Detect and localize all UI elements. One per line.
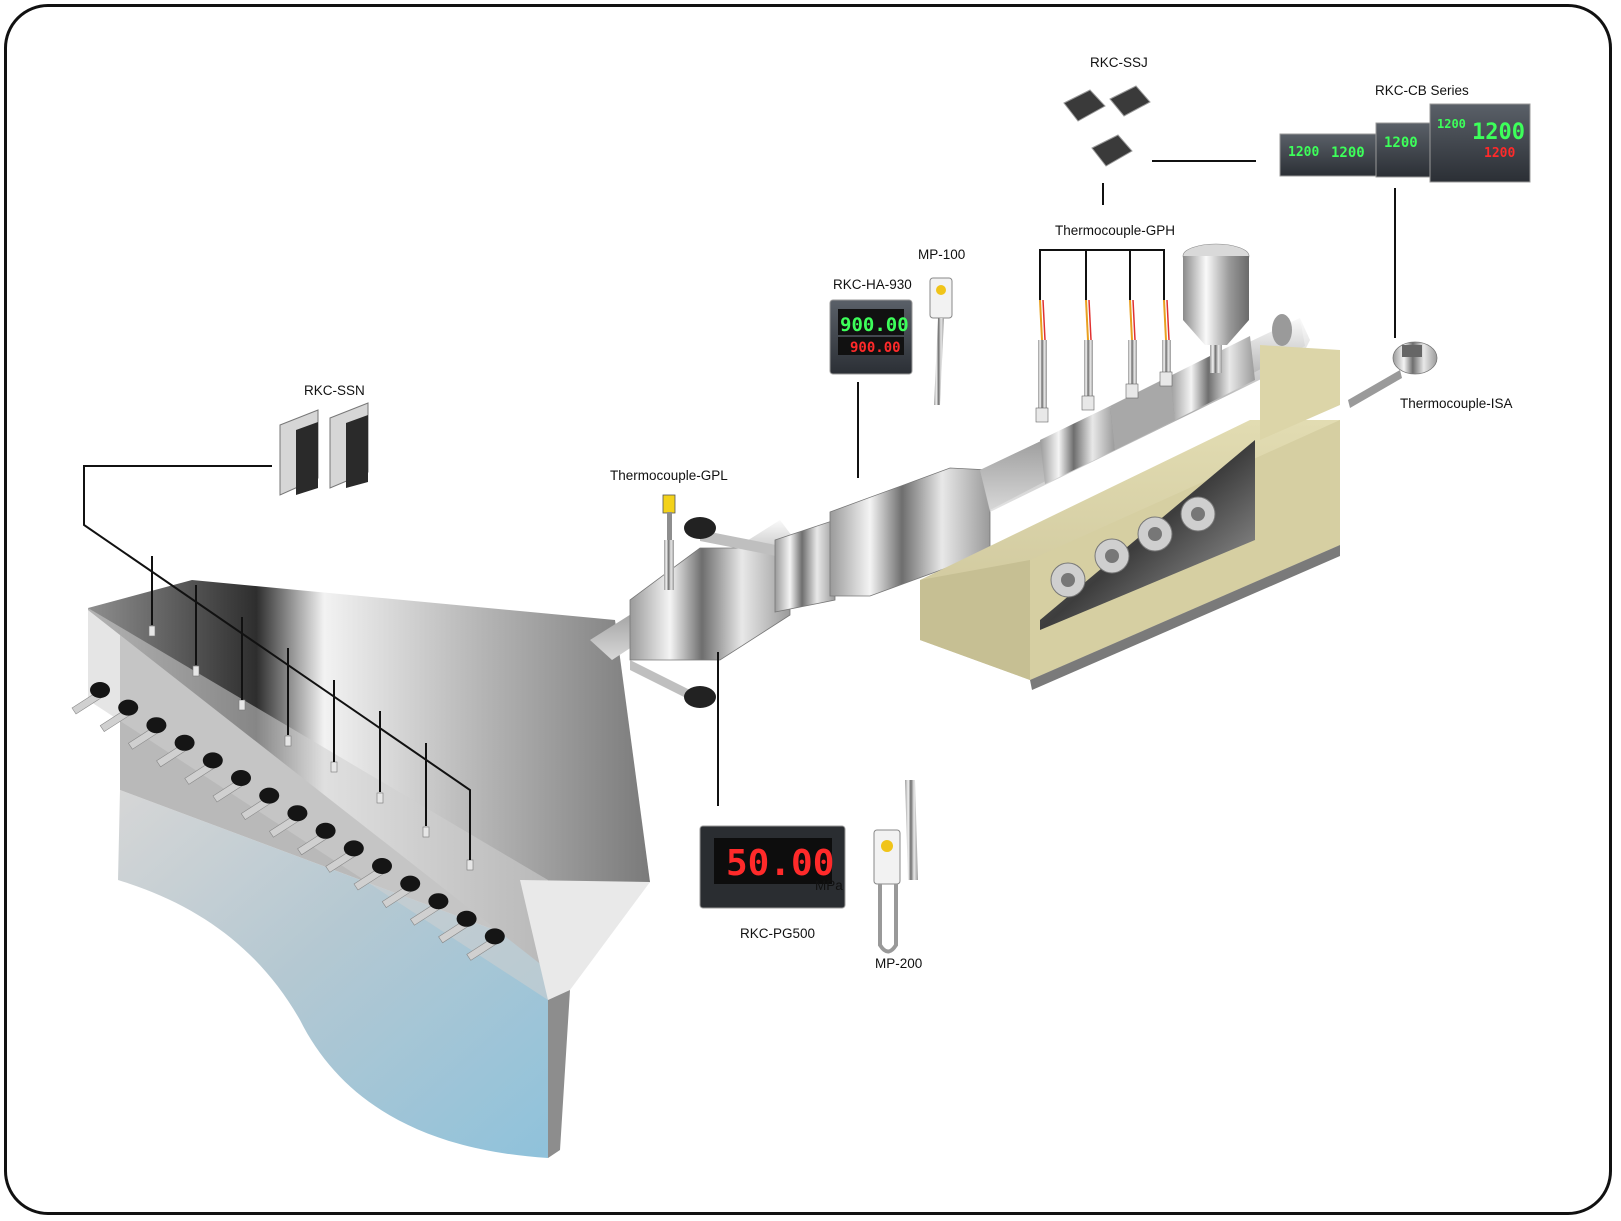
cb-display-2: 1200 [1331, 145, 1365, 161]
probe-fitting [1125, 383, 1139, 399]
die-heater-pins [148, 625, 474, 871]
label-thermocouple-isa: Thermocouple-ISA [1400, 396, 1513, 411]
heater-pin [238, 699, 246, 711]
rkc-pg500-indicator: 50.00 MPa [699, 825, 846, 909]
heater-pin [192, 665, 200, 677]
probe-lead [1039, 299, 1043, 341]
pg500-unit: MPa [815, 878, 843, 893]
cb-display-5: 1200 [1472, 120, 1525, 145]
probe-sheath [1084, 340, 1093, 398]
feed-hopper [1182, 243, 1250, 373]
rkc-cb-controllers: 1200 1200 1200 1200 1200 1200 [1279, 103, 1531, 183]
bolt-head [315, 822, 336, 839]
heater-pin [422, 826, 430, 838]
gear-hub [1061, 573, 1075, 587]
probe-fitting [1035, 407, 1049, 423]
gear-hub [1191, 507, 1205, 521]
heater-pin [376, 792, 384, 804]
label-thermocouple-gph: Thermocouple-GPH [1055, 223, 1175, 238]
pg500-value-display: 50.00 [726, 843, 834, 884]
heater-pin [148, 625, 156, 637]
probe-lead [1088, 299, 1092, 341]
bolt-head [146, 717, 167, 734]
extruder-base [920, 345, 1340, 690]
probe-fitting [1081, 395, 1095, 411]
bolt-head [118, 699, 139, 716]
cb-display-6: 1200 [1484, 146, 1515, 161]
rkc-ha930-controller: 900.00 900.00 [829, 299, 913, 375]
heater-pin [284, 735, 292, 747]
label-rkc-ssn: RKC-SSN [304, 383, 365, 398]
bolt-head [90, 682, 110, 698]
bolt-head [456, 910, 477, 927]
probe-lead [1163, 299, 1167, 341]
cb-display-4: 1200 [1437, 117, 1466, 131]
mp100-sensor [929, 277, 953, 405]
controller-wiring [717, 160, 1396, 806]
label-thermocouple-gpl: Thermocouple-GPL [610, 468, 728, 483]
bolt-head [174, 734, 195, 751]
bolt-head [428, 893, 449, 910]
thermocouple-gph-probes [1035, 299, 1173, 423]
gear-hub [1105, 549, 1119, 563]
bolt-head [343, 840, 364, 857]
gear-hub [1148, 527, 1162, 541]
label-mp100: MP-100 [918, 247, 965, 262]
extruder-barrel [980, 314, 1310, 512]
ha930-sv-display: 900.00 [850, 340, 901, 356]
label-rkc-ssj: RKC-SSJ [1090, 55, 1148, 70]
rkc-ssn-relays [279, 402, 369, 496]
cb-display-1: 1200 [1288, 145, 1319, 160]
thermocouple-isa-head [1348, 341, 1438, 408]
thermocouple-gpl-probe [662, 494, 676, 590]
bolt-head [231, 770, 251, 786]
label-rkc-pg500: RKC-PG500 [740, 926, 815, 941]
label-mp200: MP-200 [875, 956, 922, 971]
bolt-head [259, 787, 280, 804]
bolt-head [372, 858, 392, 874]
probe-sheath [1038, 340, 1047, 410]
probe-lead [1042, 299, 1046, 341]
ha930-pv-display: 900.00 [840, 314, 909, 336]
bolt-head [287, 805, 308, 822]
probe-lead [1132, 299, 1136, 341]
ssn-wiring [83, 465, 471, 860]
drive-gears [1050, 496, 1216, 598]
cb-display-3: 1200 [1384, 135, 1418, 151]
rkc-ssj-relays [1063, 85, 1151, 167]
flat-die [71, 580, 650, 1158]
bolt-head [202, 752, 223, 769]
label-rkc-cb-series: RKC-CB Series [1375, 83, 1469, 98]
probe-lead [1166, 299, 1170, 341]
probe-sheath [1128, 340, 1137, 386]
probe-lead [1129, 299, 1133, 341]
bolt-head [400, 875, 421, 892]
heater-pin [330, 761, 338, 773]
bolt-head [484, 928, 505, 945]
mp200-sensor [873, 780, 918, 954]
die-lip-bolts [71, 682, 505, 961]
label-rkc-ha930: RKC-HA-930 [833, 277, 912, 292]
probe-sheath [1162, 340, 1171, 374]
probe-lead [1085, 299, 1089, 341]
probe-fitting [1159, 371, 1173, 387]
heater-pin [466, 859, 474, 871]
